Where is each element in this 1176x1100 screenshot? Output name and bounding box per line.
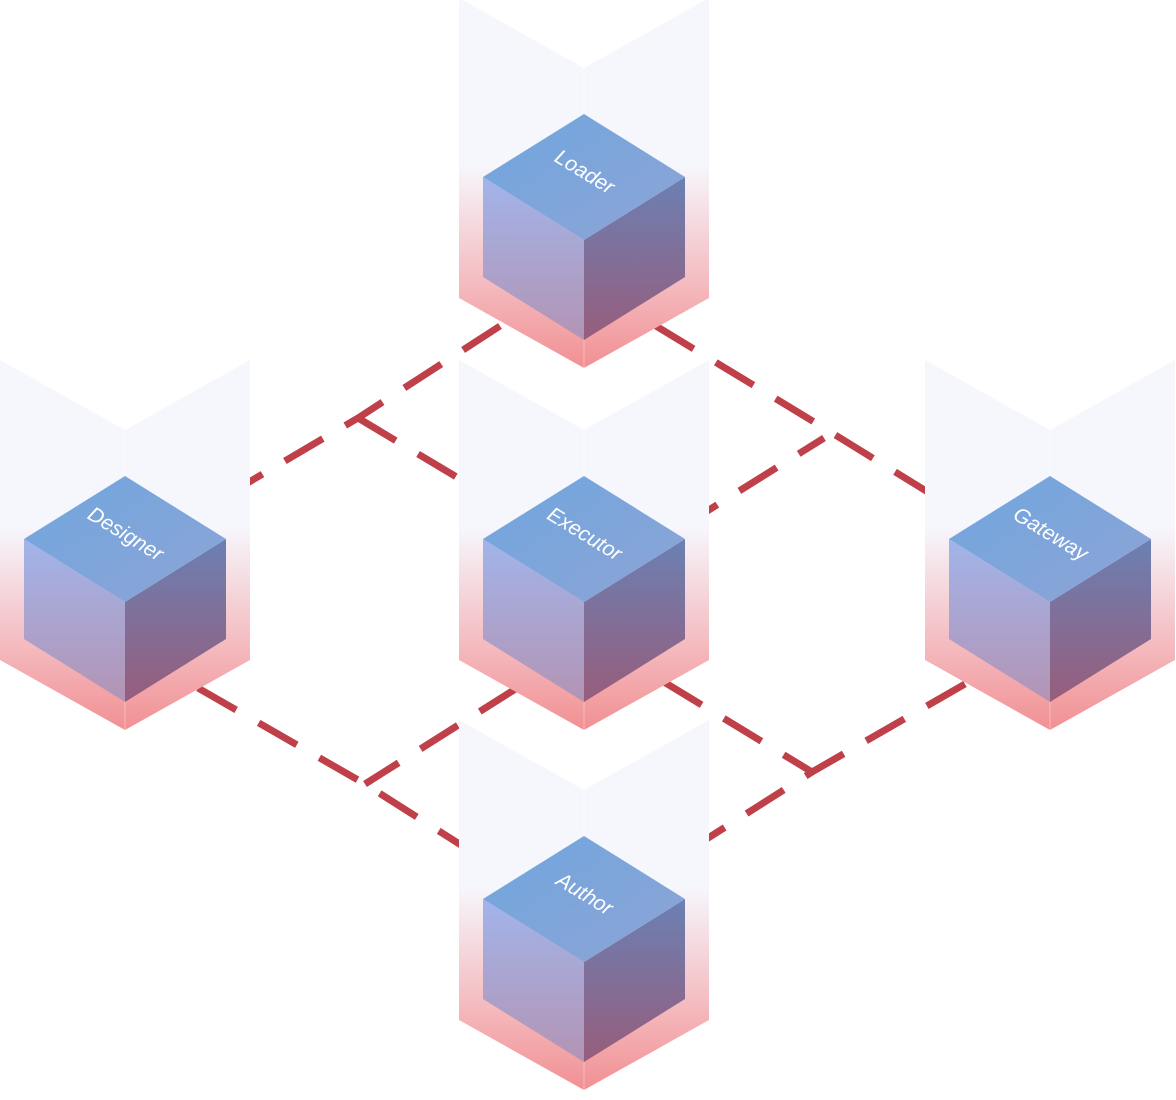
cube-top-author [483,836,685,962]
cube-right-loader [584,177,685,340]
cube-right-executor [584,539,685,702]
node-executor[interactable]: Executor [459,360,709,730]
link-designer-author [196,684,507,876]
cube-right-designer [125,539,226,702]
cube-left-gateway [949,539,1050,702]
cube-left-designer [24,539,125,702]
cube-left-loader [483,177,584,340]
cube-top-gateway [949,476,1151,602]
node-gateway[interactable]: Gateway [925,360,1175,730]
cube-top-executor [483,476,685,602]
link-executor-gateway-author [662,679,814,775]
link-loader-gateway [654,323,967,518]
link-gateway-author [662,680,967,869]
cube-left-executor [483,539,584,702]
node-loader[interactable]: Loader [459,0,709,368]
cube-right-gateway [1050,539,1151,702]
cube-top-loader [483,114,685,240]
cube-left-author [483,899,584,1062]
cube-right-author [584,899,685,1062]
cube-top-designer [24,476,226,602]
node-designer[interactable]: Designer [0,360,250,730]
link-executor-author [363,685,519,787]
node-author[interactable]: Author [459,720,709,1090]
